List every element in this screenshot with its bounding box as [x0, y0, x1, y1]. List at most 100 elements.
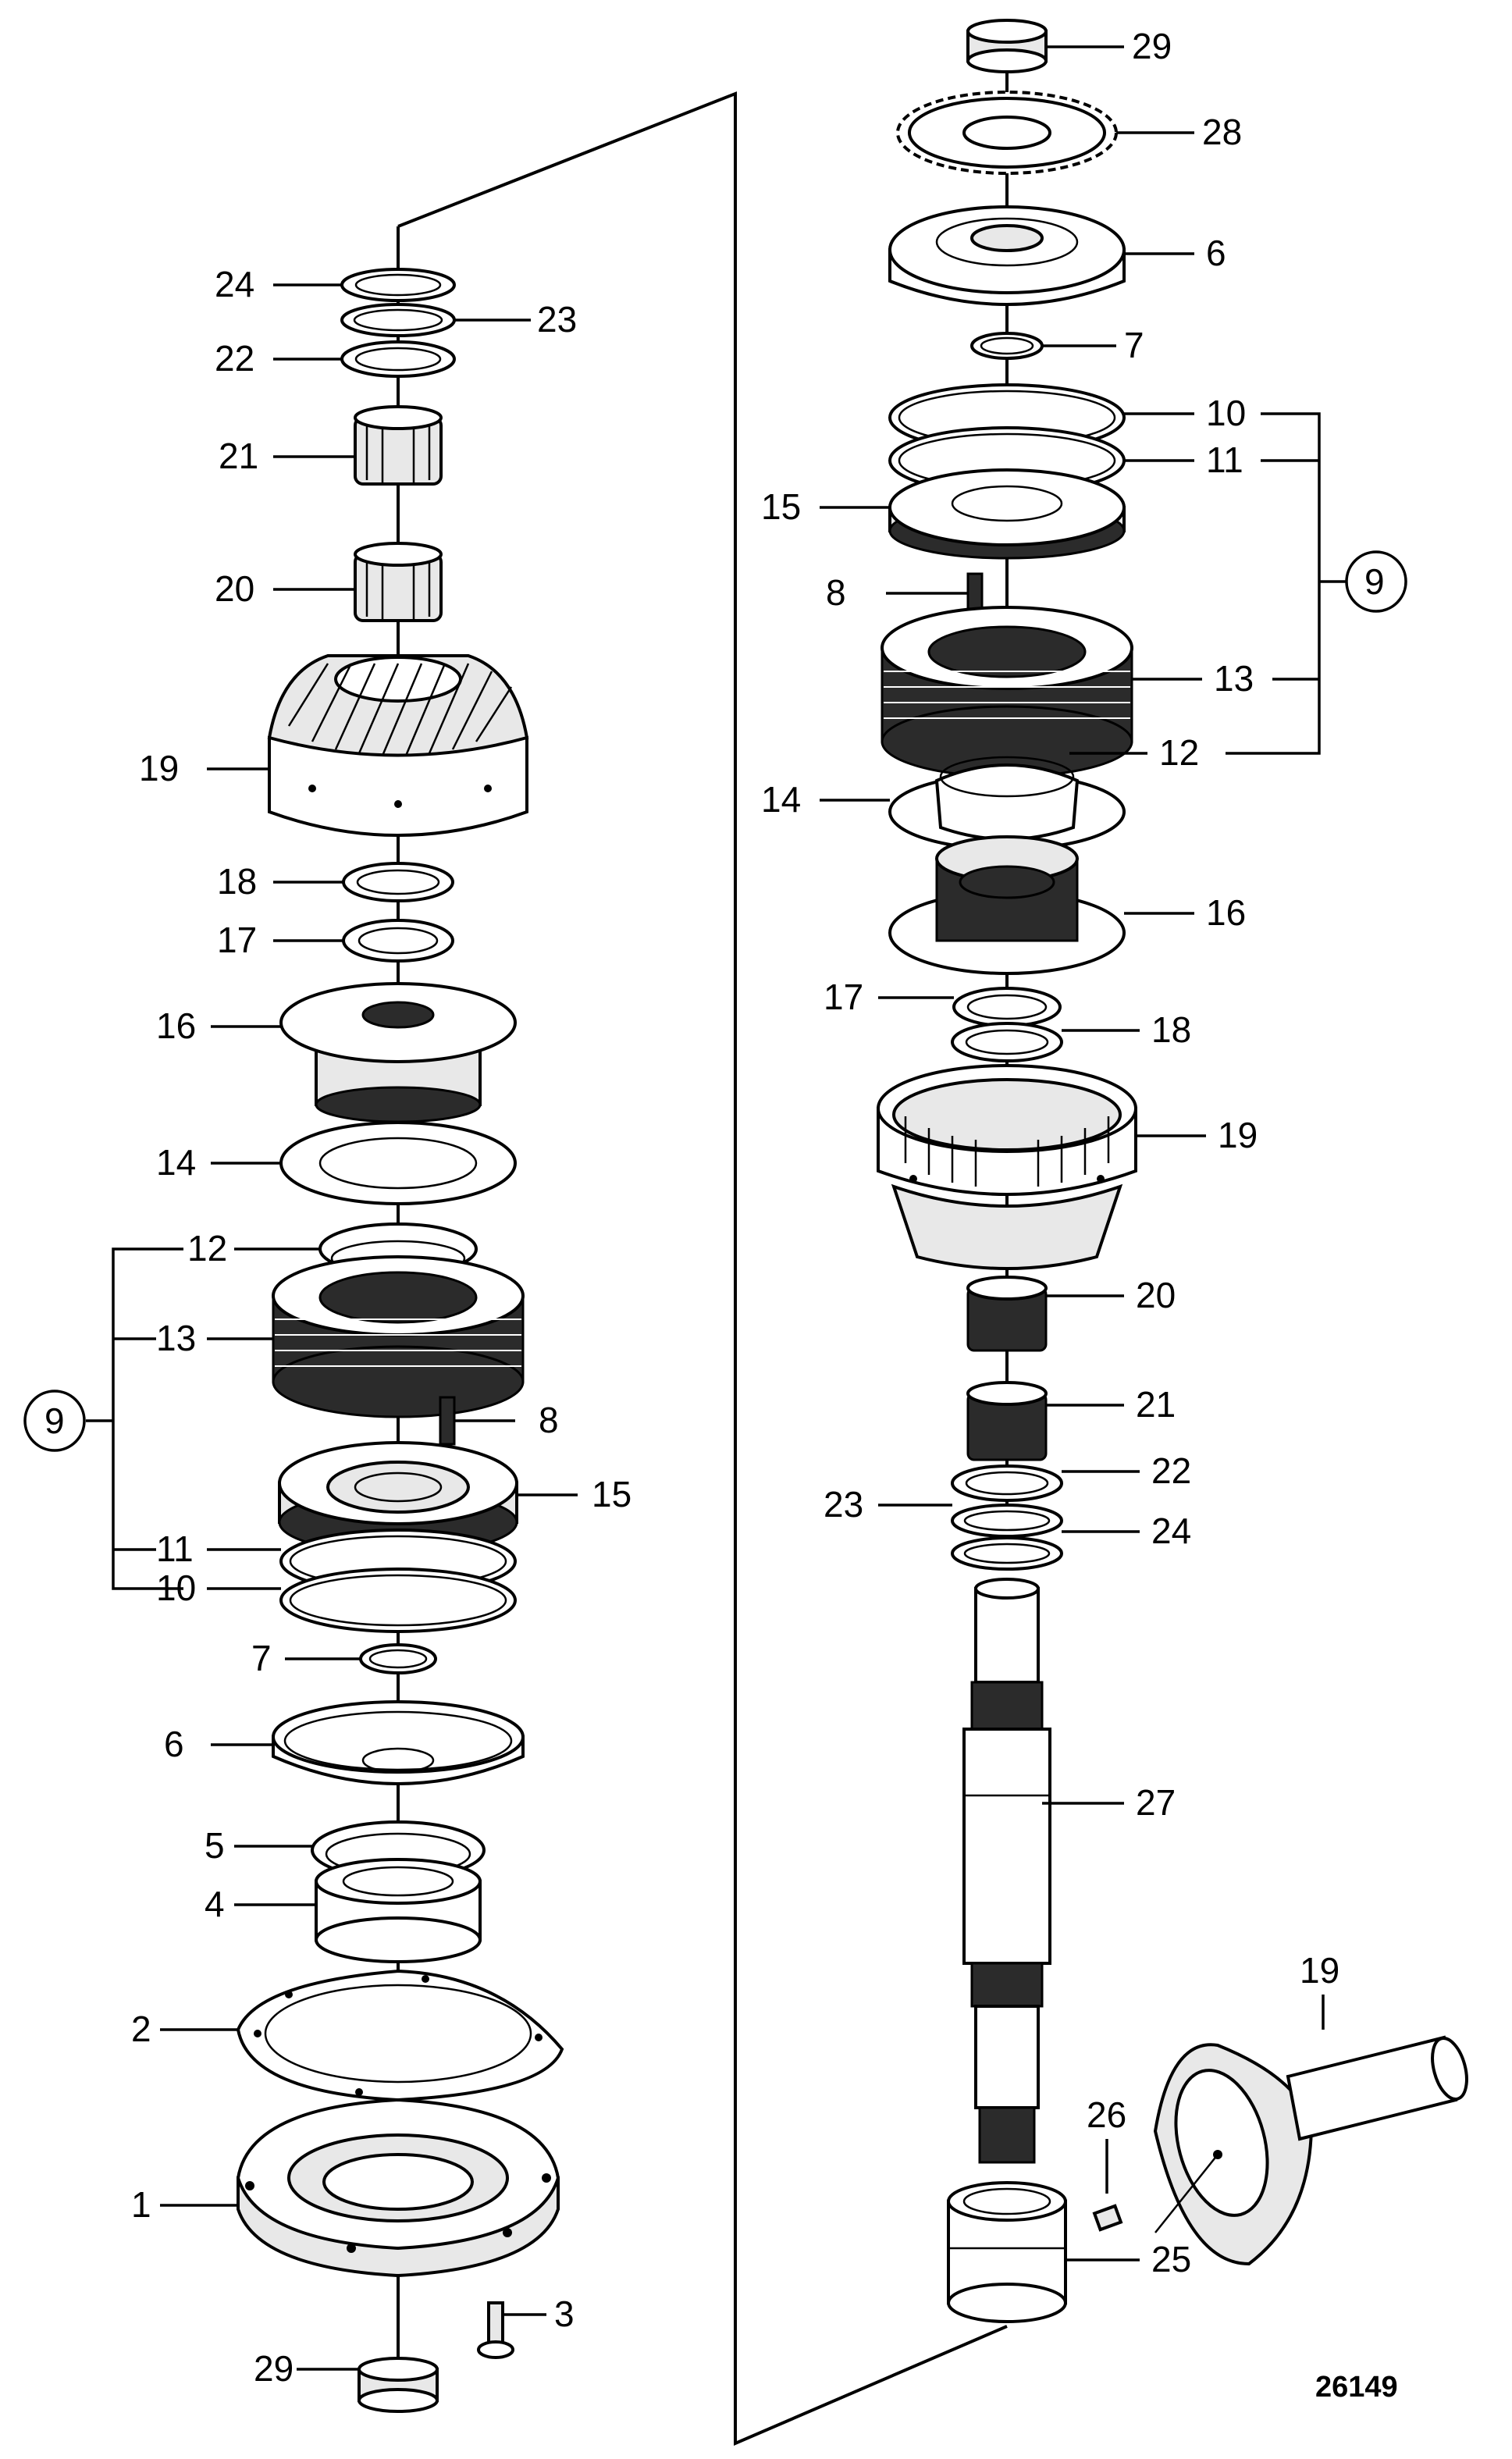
left-clutch-pack-13 — [272, 1255, 525, 1418]
label-26-right: 26 — [1087, 2094, 1126, 2135]
right-disc-28 — [896, 91, 1118, 175]
label-4-left: 4 — [205, 1884, 225, 1924]
right-ring-17 — [952, 987, 1062, 1027]
right-cover-6 — [888, 205, 1126, 306]
left-plate-14 — [279, 1121, 517, 1205]
right-ring-24 — [951, 1536, 1063, 1571]
left-ring-7 — [359, 1643, 437, 1674]
left-gasket-2 — [236, 1969, 564, 2102]
label-15-left: 15 — [592, 1474, 631, 1514]
label-3-left: 3 — [554, 2294, 575, 2334]
right-drum-19 — [877, 1064, 1137, 1270]
label-2-left: 2 — [131, 2009, 151, 2049]
right-labels: 29 28 6 7 10 11 15 9 8 13 12 14 16 17 18… — [761, 26, 1385, 2279]
left-leaders — [23, 283, 578, 2371]
left-bolt-3 — [477, 2301, 514, 2359]
label-9-left: 9 — [44, 1400, 65, 1441]
label-29-right: 29 — [1132, 26, 1172, 66]
left-bevel-gear-19 — [267, 654, 529, 837]
right-hub-16 — [888, 835, 1126, 975]
left-hub-16 — [279, 982, 517, 1123]
label-19-left: 19 — [139, 748, 179, 788]
label-7-right: 7 — [1124, 325, 1144, 365]
left-pin-8 — [439, 1396, 456, 1446]
left-bearing-4 — [315, 1858, 482, 1963]
figure-reference-number: 26149 — [1315, 2371, 1398, 2404]
label-6-right: 6 — [1206, 233, 1226, 273]
right-stack — [877, 19, 1468, 2323]
left-ring-17 — [342, 919, 454, 963]
right-leaders — [820, 45, 1407, 2261]
label-24-right: 24 — [1151, 1511, 1191, 1551]
label-12-right: 12 — [1159, 732, 1199, 773]
label-14-right: 14 — [761, 779, 801, 820]
left-housing-1 — [236, 2098, 560, 2278]
right-seal-29 — [966, 19, 1048, 73]
label-11-right: 11 — [1206, 439, 1243, 480]
label-18-left: 18 — [217, 861, 257, 902]
label-6-left: 6 — [164, 1724, 184, 1764]
left-ring-23 — [340, 303, 456, 337]
label-21-right: 21 — [1136, 1384, 1176, 1425]
left-ring-22 — [340, 340, 456, 378]
label-5-left: 5 — [205, 1825, 225, 1866]
right-piston-15 — [888, 468, 1126, 560]
label-20-right: 20 — [1136, 1275, 1176, 1315]
label-29-left: 29 — [254, 2348, 294, 2389]
right-pinion-19 — [1153, 2035, 1468, 2266]
label-21-left: 21 — [219, 436, 258, 476]
label-10-left: 10 — [156, 1568, 196, 1608]
label-20-left: 20 — [215, 568, 254, 609]
right-ring-7 — [970, 332, 1044, 360]
label-13-left: 13 — [156, 1318, 196, 1358]
right-bearing-21 — [966, 1381, 1048, 1461]
label-16-left: 16 — [156, 1005, 196, 1046]
left-ring-24 — [340, 268, 456, 302]
left-labels: 24 23 22 21 20 19 18 17 16 14 12 13 9 8 … — [44, 264, 631, 2389]
left-stack — [236, 268, 564, 2413]
label-8-left: 8 — [539, 1400, 559, 1440]
label-23-right: 23 — [824, 1484, 863, 1525]
right-clutch-pack-13 — [881, 606, 1133, 778]
label-28-right: 28 — [1202, 112, 1242, 152]
right-ring-23 — [951, 1504, 1063, 1538]
left-cup-6 — [272, 1700, 525, 1785]
label-13-right: 13 — [1214, 658, 1254, 699]
right-ring-22 — [951, 1464, 1063, 1502]
label-22-right: 22 — [1151, 1450, 1191, 1491]
label-8-right: 8 — [826, 572, 846, 613]
label-10-right: 10 — [1206, 393, 1246, 433]
label-11-left: 11 — [156, 1528, 194, 1569]
label-23-left: 23 — [537, 299, 577, 340]
label-15-right: 15 — [761, 486, 801, 527]
label-24-left: 24 — [215, 264, 254, 304]
label-18-right: 18 — [1151, 1009, 1191, 1050]
label-22-left: 22 — [215, 338, 254, 379]
left-bearing-20 — [354, 542, 443, 622]
label-14-left: 14 — [156, 1142, 196, 1183]
left-ring-10 — [279, 1568, 517, 1633]
left-ring-18 — [342, 862, 454, 902]
label-1-left: 1 — [131, 2184, 151, 2225]
left-piston-15 — [278, 1441, 518, 1555]
label-19b-right: 19 — [1300, 1950, 1339, 1991]
right-shaft-27 — [962, 1578, 1051, 2164]
label-19-right: 19 — [1218, 1115, 1258, 1155]
label-25-right: 25 — [1151, 2239, 1191, 2279]
left-bearing-21 — [354, 405, 443, 486]
label-27-right: 27 — [1136, 1782, 1176, 1823]
label-16-right: 16 — [1206, 892, 1246, 933]
right-plug-26 — [1092, 2204, 1123, 2232]
right-bearing-20 — [966, 1276, 1048, 1352]
label-17-right: 17 — [824, 977, 863, 1017]
label-17-left: 17 — [217, 920, 257, 960]
label-12-left: 12 — [187, 1228, 227, 1269]
left-seal-29 — [358, 2357, 439, 2413]
right-bearing-25 — [947, 2181, 1067, 2323]
label-9-right: 9 — [1364, 561, 1385, 602]
assembly-frame — [397, 91, 1008, 2447]
label-7-left: 7 — [251, 1638, 272, 1678]
right-ring-18 — [951, 1022, 1063, 1062]
